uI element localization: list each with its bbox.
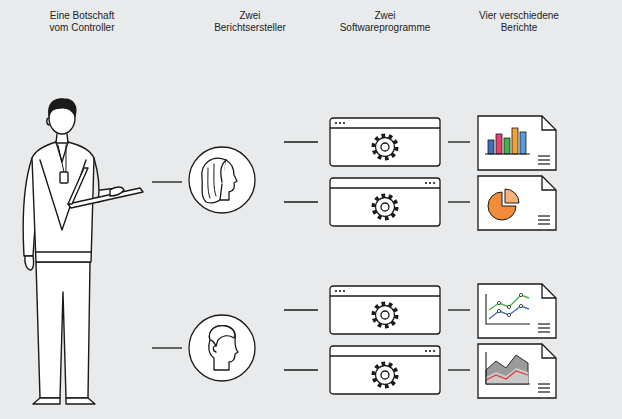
report-area-chart: [486, 355, 528, 384]
column-heading: Vier verschiedene Berichte: [467, 10, 571, 34]
controller-figure: [23, 99, 143, 404]
report-bar-chart: [488, 140, 494, 154]
report-pie-chart: [505, 189, 519, 203]
report-bar-chart: [485, 153, 530, 154]
author-woman-icon: [189, 147, 255, 213]
controller-figure: [36, 262, 90, 398]
report-pie-chart: [478, 176, 556, 230]
column-heading: Zwei Softwareprogramme: [335, 10, 435, 34]
report-line-chart: [507, 313, 510, 316]
link-line: [152, 347, 182, 348]
report-area-chart: [478, 344, 556, 398]
software-window: [330, 346, 440, 394]
controller-figure: [68, 188, 143, 208]
author-man-icon: [213, 346, 216, 352]
author-man-icon: [189, 315, 255, 381]
software-window: [330, 118, 440, 166]
link-line: [152, 182, 182, 348]
report-bar-chart: [496, 134, 502, 154]
software-window: [330, 178, 440, 226]
controller-figure: [110, 187, 124, 196]
link-line: [448, 142, 470, 370]
report-line-chart: [497, 301, 500, 304]
report-line-chart: [497, 309, 500, 312]
author-woman-icon: [220, 160, 237, 200]
link-line: [448, 141, 470, 142]
controller-figure: [47, 118, 49, 125]
controller-figure: [60, 172, 68, 183]
report-line-chart: [519, 304, 522, 307]
report-line-chart: [478, 284, 556, 338]
report-line-chart: [519, 293, 522, 296]
link-line: [284, 142, 318, 370]
report-line-chart: [497, 293, 522, 316]
link-line: [284, 369, 318, 370]
link-line: [284, 141, 318, 142]
author-man-icon: [209, 326, 234, 346]
report-bar-chart: [504, 138, 510, 154]
report-line-chart: [478, 284, 556, 338]
link-line: [448, 309, 470, 310]
controller-figure: [58, 145, 66, 172]
controller-figure: [68, 168, 88, 204]
link-line: [284, 201, 318, 202]
controller-figure: [40, 160, 86, 230]
author-woman-icon: [221, 160, 226, 182]
author-man-icon: [209, 326, 238, 370]
link-line: [448, 369, 470, 370]
report-bar-chart: [520, 132, 526, 154]
link-line: [284, 309, 318, 310]
report-area-chart: [486, 368, 528, 384]
link-line: [152, 181, 182, 182]
report-pie-chart: [478, 176, 556, 230]
controller-figure: [56, 134, 68, 143]
controller-figure: [49, 99, 76, 116]
report-line-chart: [489, 306, 529, 319]
author-man-icon: [189, 315, 255, 381]
report-area-chart: [486, 352, 530, 384]
report-bar-chart: [478, 116, 556, 170]
controller-figure: [33, 398, 60, 404]
link-line: [448, 201, 470, 202]
column-heading: Zwei Berichtsersteller: [204, 10, 296, 34]
report-line-chart: [486, 294, 530, 324]
report-line-chart: [507, 305, 510, 308]
author-woman-icon: [208, 164, 216, 198]
report-bar-chart: [478, 116, 556, 170]
column-heading: Eine Botschaft vom Controller: [40, 10, 124, 34]
report-line-chart: [489, 295, 529, 310]
report-area-chart: [486, 371, 528, 380]
report-bar-chart: [512, 128, 518, 154]
report-area-chart: [478, 344, 556, 398]
controller-figure: [25, 256, 34, 270]
author-woman-icon: [189, 147, 255, 213]
controller-figure: [66, 398, 95, 404]
controller-figure: [36, 251, 91, 252]
software-window: [330, 286, 440, 334]
